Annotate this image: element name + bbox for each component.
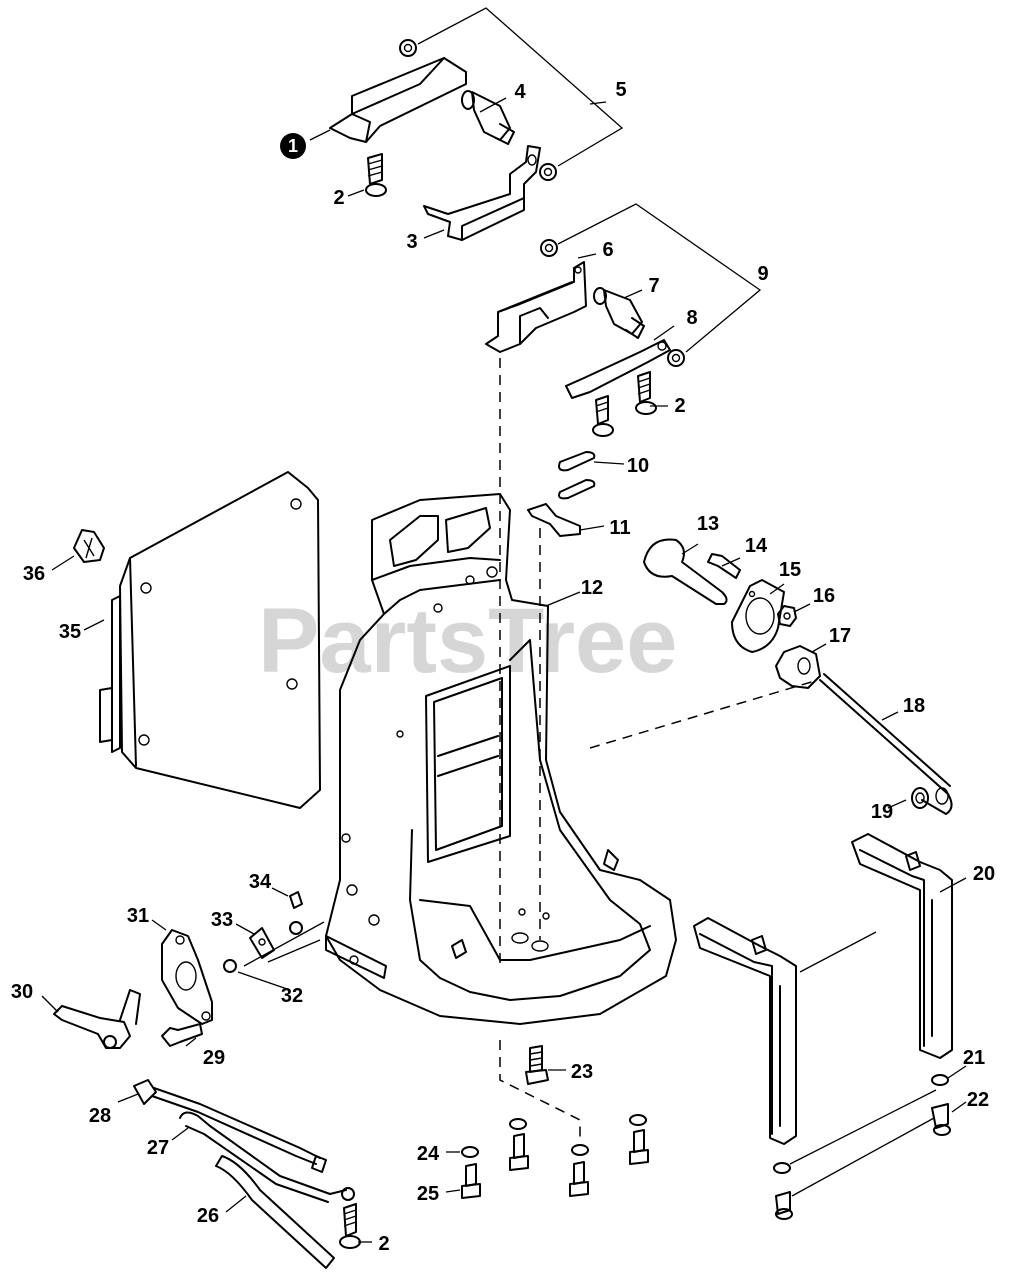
main-frame: [325, 493, 677, 1025]
callout-label[interactable]: 28: [89, 1105, 111, 1127]
callout-label[interactable]: 12: [581, 577, 603, 599]
callout-label[interactable]: 9: [757, 263, 768, 285]
second-leaders: [557, 203, 762, 531]
callout-label[interactable]: 32: [281, 985, 303, 1007]
callout-label[interactable]: 31: [127, 905, 149, 927]
callout-label[interactable]: 2: [333, 187, 344, 209]
callout-label[interactable]: 22: [967, 1089, 989, 1111]
callout-label[interactable]: 2: [674, 395, 685, 417]
left-panel: [73, 471, 321, 809]
leader: [83, 619, 105, 631]
bottom-left-components: [53, 891, 361, 1269]
callout-label[interactable]: 18: [903, 695, 925, 717]
leader: [799, 931, 877, 973]
callout-label[interactable]: 1: [288, 136, 298, 156]
callout-label[interactable]: 21: [963, 1047, 985, 1069]
callout-label[interactable]: 27: [147, 1137, 169, 1159]
callout-label[interactable]: 23: [571, 1061, 593, 1083]
callout-label[interactable]: 36: [23, 563, 45, 585]
callout-label[interactable]: 14: [745, 535, 768, 557]
callout-label[interactable]: 3: [406, 231, 417, 253]
second-bracket-assembly: [485, 239, 685, 537]
callout-label[interactable]: 34: [249, 871, 272, 893]
top-bracket-assembly: [329, 39, 557, 241]
callout-label[interactable]: 25: [417, 1183, 439, 1205]
callout-label[interactable]: 2: [378, 1233, 389, 1255]
leader: [939, 877, 967, 893]
callout-label[interactable]: 20: [973, 863, 995, 885]
callout-label[interactable]: 6: [602, 239, 613, 261]
leg-fasteners: [773, 1065, 967, 1220]
callout-label[interactable]: 24: [417, 1143, 440, 1165]
callout-label[interactable]: 17: [829, 625, 851, 647]
bottom-bolts: [445, 1045, 649, 1199]
callout-label[interactable]: 11: [609, 517, 630, 539]
callout-label[interactable]: 35: [59, 621, 81, 643]
callout-label[interactable]: 8: [686, 307, 697, 329]
callout-label[interactable]: 29: [203, 1047, 225, 1069]
callout-label[interactable]: 10: [627, 455, 649, 477]
callout-label[interactable]: 7: [648, 275, 659, 297]
callout-label[interactable]: 19: [871, 801, 893, 823]
callout-label[interactable]: 5: [615, 79, 626, 101]
callout-label[interactable]: 26: [197, 1205, 219, 1227]
callout-labels: 2 3 4 5 6 7 8 2 9 10 11 12 13 14 15 16 1…: [11, 79, 995, 1255]
leader: [545, 591, 581, 607]
right-leaders: [681, 543, 907, 809]
legs: [693, 833, 953, 1145]
leader: [51, 555, 75, 571]
callout-label[interactable]: 13: [697, 513, 719, 535]
callout-label[interactable]: 33: [211, 909, 233, 931]
callout-badge: [280, 133, 306, 159]
callout-label[interactable]: 15: [779, 559, 801, 581]
callout-label[interactable]: 16: [813, 585, 835, 607]
watermark: PartsTree: [258, 590, 677, 692]
callout-label[interactable]: 30: [11, 981, 33, 1003]
top-leaders: [309, 7, 624, 239]
alignment-lines: [499, 358, 819, 1140]
callout-label[interactable]: 4: [514, 81, 526, 103]
bottom-left-leaders: [41, 887, 372, 1243]
right-components: [643, 538, 953, 815]
